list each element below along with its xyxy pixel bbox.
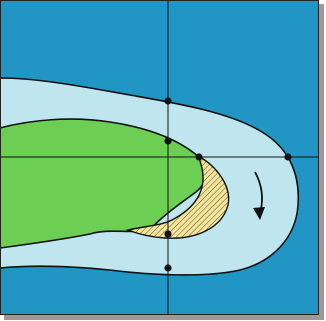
point-marker (164, 97, 171, 104)
point-marker (284, 153, 291, 160)
frame-shadow-right (319, 4, 324, 319)
point-marker (164, 230, 171, 237)
point-marker (195, 153, 202, 160)
point-marker (164, 264, 171, 271)
frame-shadow-bottom (4, 315, 324, 320)
point-marker (164, 137, 171, 144)
